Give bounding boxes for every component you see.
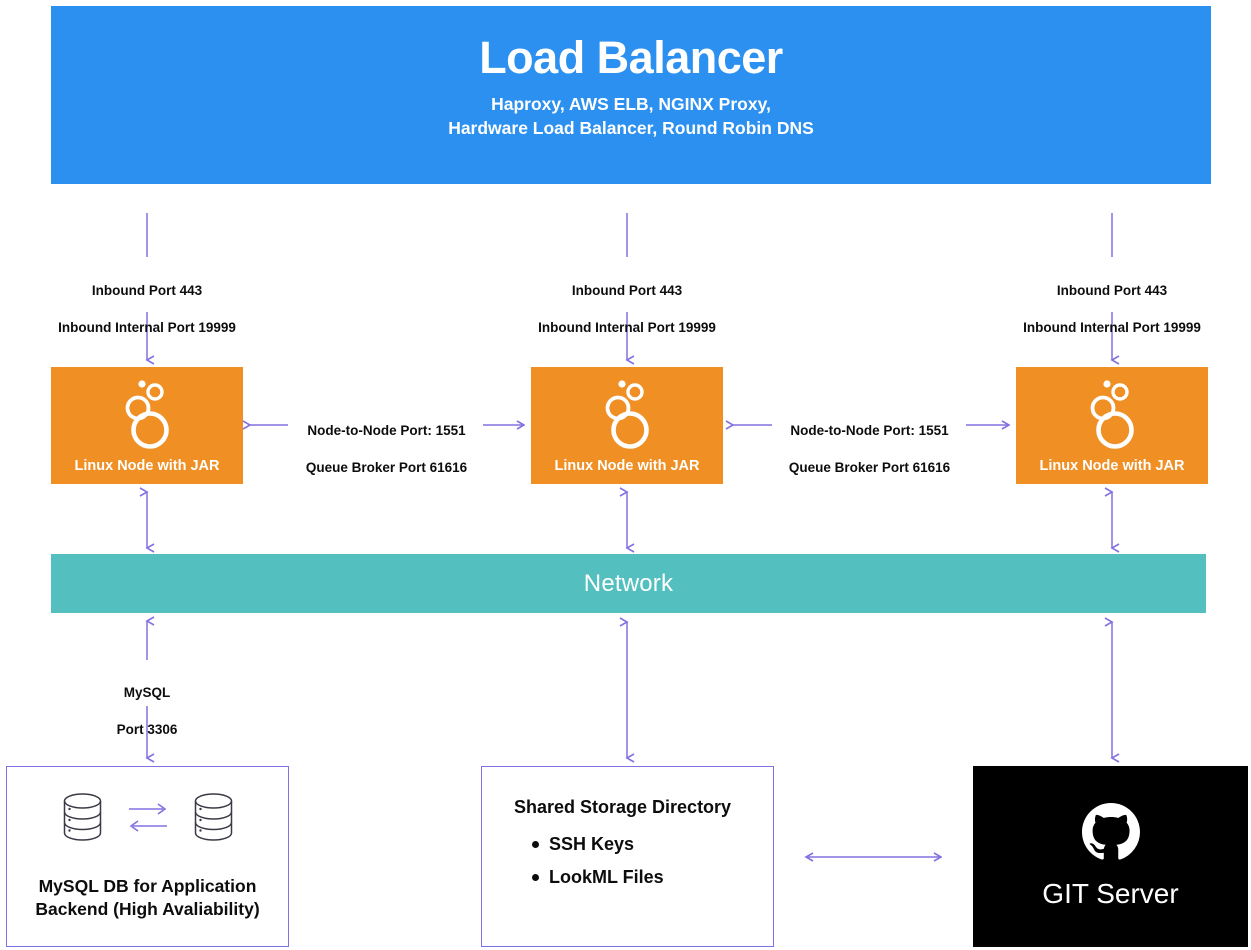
linux-node-label-1: Linux Node with JAR bbox=[74, 457, 220, 474]
database-cylinder-icon bbox=[60, 791, 105, 848]
shared-storage-box[interactable]: Shared Storage Directory SSH Keys LookML… bbox=[481, 766, 774, 947]
linux-node-label-3: Linux Node with JAR bbox=[1039, 457, 1185, 474]
mysql-caption-line1: MySQL DB for Application bbox=[38, 876, 257, 896]
node-link-1-line2: Queue Broker Port 61616 bbox=[305, 459, 468, 475]
database-cylinder-icon bbox=[191, 791, 236, 848]
shared-storage-item-ssh-keys: SSH Keys bbox=[532, 834, 773, 855]
node-link-label-2-3: Node-to-Node Port: 1551 Queue Broker Por… bbox=[738, 404, 1001, 495]
inbound-label-2-line2: Inbound Internal Port 19999 bbox=[538, 319, 716, 335]
network-box: Network bbox=[51, 554, 1206, 613]
mysql-link-label: MySQL Port 3306 bbox=[77, 666, 217, 757]
git-server-label: GIT Server bbox=[1042, 878, 1179, 909]
shared-storage-item-label: SSH Keys bbox=[549, 834, 635, 854]
inbound-label-node-2: Inbound Port 443 Inbound Internal Port 1… bbox=[527, 264, 727, 355]
inbound-label-3-line1: Inbound Port 443 bbox=[1056, 283, 1168, 299]
looker-logo-icon bbox=[116, 375, 178, 458]
github-octocat-icon bbox=[1081, 803, 1140, 866]
shared-storage-item-label: LookML Files bbox=[549, 867, 664, 887]
mysql-link-line1: MySQL bbox=[123, 685, 171, 701]
inbound-label-2-line1: Inbound Port 443 bbox=[571, 283, 683, 299]
linux-node-box-1[interactable]: Linux Node with JAR bbox=[51, 367, 243, 484]
network-label: Network bbox=[583, 569, 674, 597]
load-balancer-title: Load Balancer bbox=[479, 32, 783, 83]
mysql-replication-arrows bbox=[127, 798, 169, 841]
inbound-label-3-line2: Inbound Internal Port 19999 bbox=[1023, 319, 1201, 335]
inbound-label-node-1: Inbound Port 443 Inbound Internal Port 1… bbox=[47, 264, 247, 355]
bullet-icon bbox=[532, 841, 539, 848]
git-server-box[interactable]: GIT Server bbox=[973, 766, 1248, 947]
node-link-1-line1: Node-to-Node Port: 1551 bbox=[307, 423, 466, 439]
bullet-icon bbox=[532, 874, 539, 881]
node-link-2-line2: Queue Broker Port 61616 bbox=[788, 459, 951, 475]
inbound-label-1-line1: Inbound Port 443 bbox=[91, 283, 203, 299]
linux-node-box-2[interactable]: Linux Node with JAR bbox=[531, 367, 723, 484]
shared-storage-item-lookml-files: LookML Files bbox=[532, 867, 773, 888]
inbound-label-node-3: Inbound Port 443 Inbound Internal Port 1… bbox=[1012, 264, 1212, 355]
mysql-db-caption: MySQL DB for Application Backend (High A… bbox=[7, 875, 288, 922]
linux-node-box-3[interactable]: Linux Node with JAR bbox=[1016, 367, 1208, 484]
load-balancer-subtitle-line2: Hardware Load Balancer, Round Robin DNS bbox=[448, 117, 814, 138]
mysql-db-box[interactable]: MySQL DB for Application Backend (High A… bbox=[6, 766, 289, 947]
looker-logo-icon bbox=[1081, 375, 1143, 458]
linux-node-label-2: Linux Node with JAR bbox=[554, 457, 700, 474]
load-balancer-subtitle: Haproxy, AWS ELB, NGINX Proxy, Hardware … bbox=[448, 93, 814, 140]
mysql-replication-row bbox=[7, 791, 288, 848]
node-link-label-1-2: Node-to-Node Port: 1551 Queue Broker Por… bbox=[255, 404, 518, 495]
mysql-link-line2: Port 3306 bbox=[116, 721, 178, 737]
inbound-label-1-line2: Inbound Internal Port 19999 bbox=[58, 319, 236, 335]
load-balancer-subtitle-line1: Haproxy, AWS ELB, NGINX Proxy, bbox=[491, 94, 771, 115]
shared-storage-title: Shared Storage Directory bbox=[514, 797, 732, 817]
load-balancer-box: Load Balancer Haproxy, AWS ELB, NGINX Pr… bbox=[51, 6, 1211, 184]
looker-logo-icon bbox=[596, 375, 658, 458]
mysql-caption-line2: Backend (High Avaliability) bbox=[35, 899, 260, 920]
node-link-2-line1: Node-to-Node Port: 1551 bbox=[790, 423, 949, 439]
